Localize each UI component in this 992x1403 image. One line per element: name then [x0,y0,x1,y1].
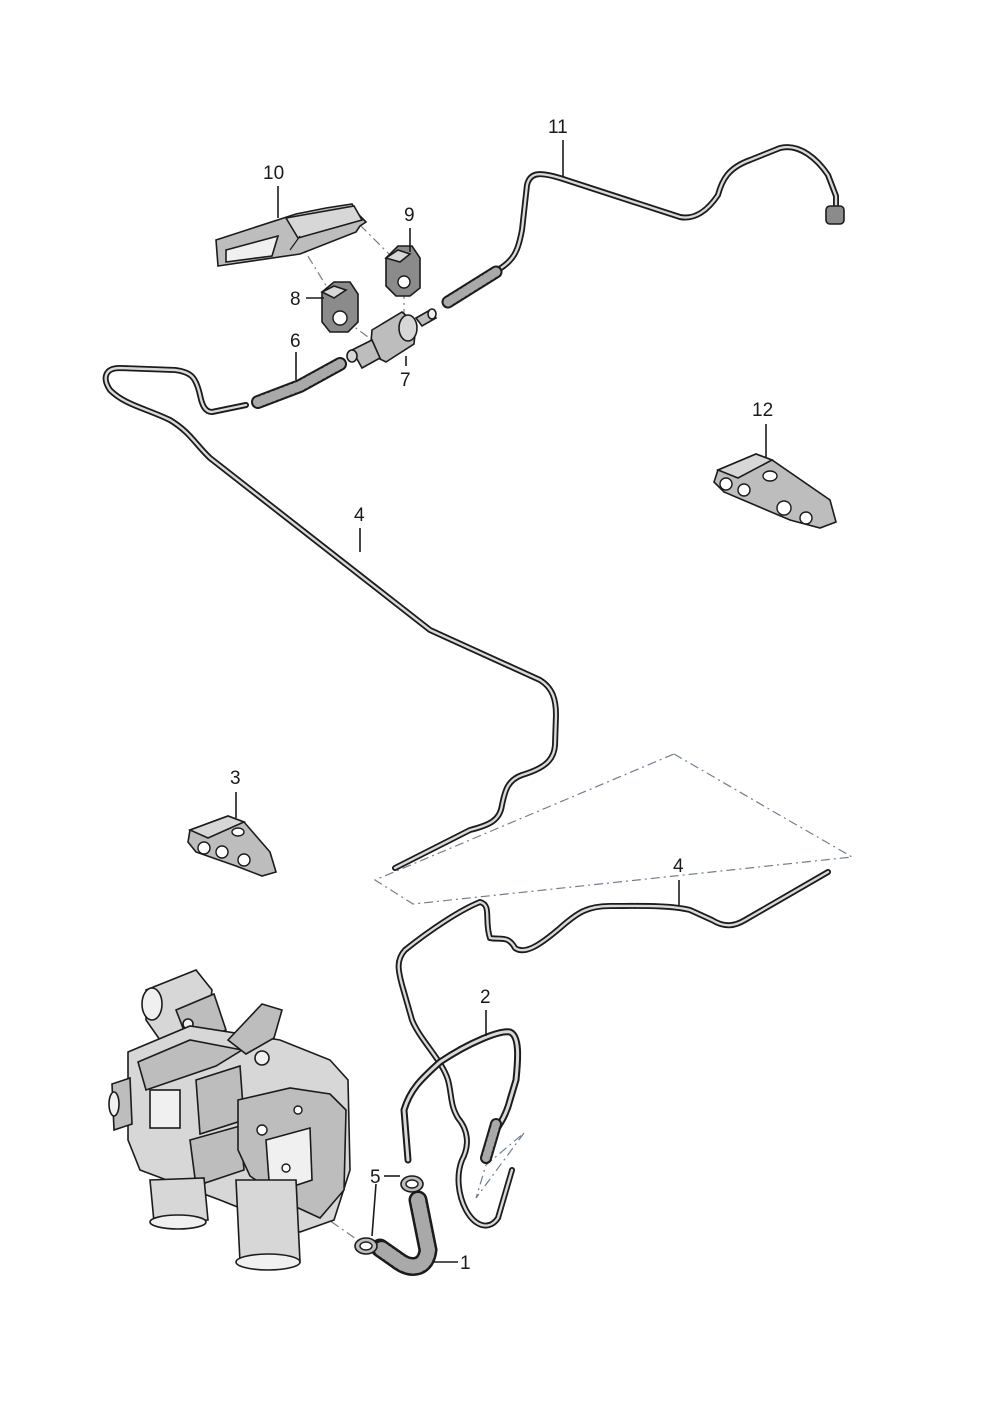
hose-part-1 [370,1190,438,1276]
callout-labels: 1 2 3 4 4 5 6 7 8 9 10 11 12 [230,117,773,1274]
callout-4-upper: 4 [354,505,365,526]
callout-12: 12 [752,400,773,421]
hose-part-2 [400,1028,522,1164]
fuel-line-part-4-upper [102,365,559,871]
callout-11: 11 [548,117,568,138]
callout-2: 2 [480,987,491,1008]
callout-8: 8 [290,289,301,310]
leader-lines [235,140,767,1263]
reference-frame-small [475,1132,525,1199]
callout-5: 5 [370,1167,381,1188]
assembly-line-10-9 [359,224,391,256]
reference-frame [373,753,854,905]
fuel-line-upper [489,144,845,276]
callout-7: 7 [400,370,411,391]
hose-part-6 [251,357,347,409]
grommet-part-9 [384,245,421,297]
hose-clamp-part-5-lower [354,1237,378,1255]
callout-6: 6 [290,331,301,352]
auxiliary-heater-unit [108,969,351,1271]
callout-4-lower: 4 [673,856,684,877]
hose-clamp-part-5-upper [400,1175,424,1193]
pipe-clip-part-12 [713,453,837,529]
hose-segment-upper [441,265,503,309]
callout-1: 1 [460,1253,471,1274]
fuel-pump-part-7 [346,308,438,370]
grommet-part-8 [320,281,359,333]
pipe-clip-part-3 [187,815,277,877]
callout-3: 3 [230,768,241,789]
callout-10: 10 [263,163,284,184]
bracket-part-10 [215,203,368,267]
fuel-line-part-4-lower [395,869,831,1229]
assembly-line-5-heater [299,1199,363,1244]
callout-9: 9 [404,205,415,226]
